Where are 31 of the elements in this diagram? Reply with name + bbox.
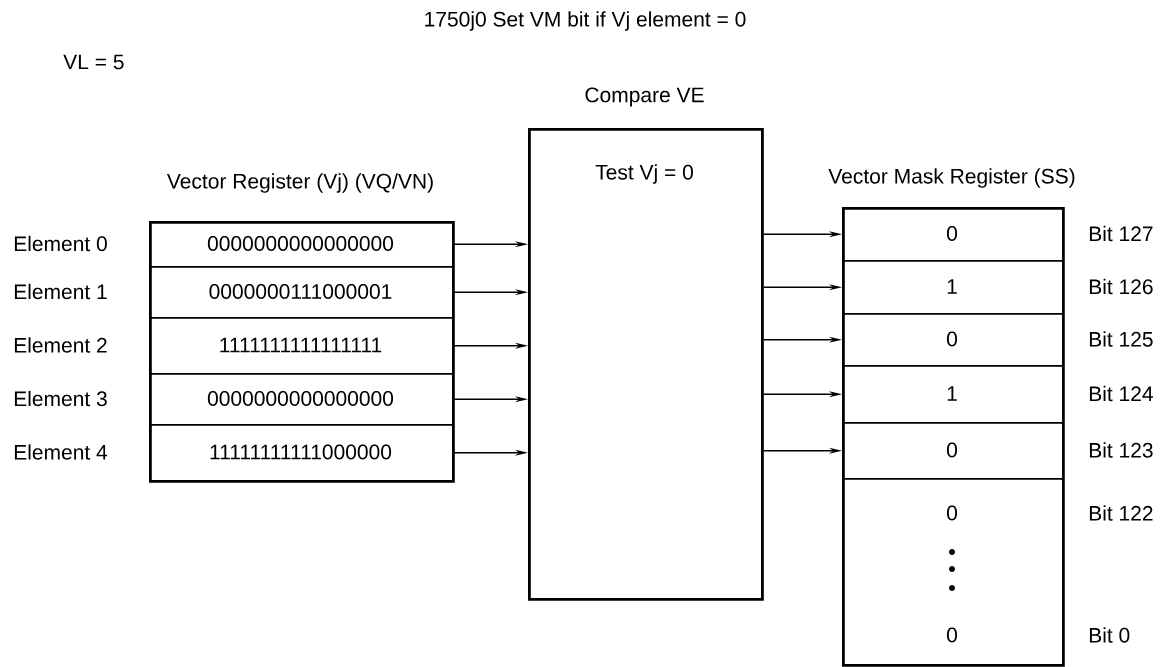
register-cell: 1111111111111111	[149, 317, 454, 375]
row-label: Element 3	[14, 390, 107, 407]
node-label: 0	[946, 226, 958, 241]
heading: Vector Register (Vj) (VQ/VN)	[167, 173, 433, 193]
heading: Compare VE	[585, 87, 704, 107]
register-cell: 0000000000000000	[149, 373, 454, 426]
row-label: Bit 122	[1089, 505, 1153, 521]
row-label: Element 1	[14, 283, 107, 300]
register-cell: 1	[842, 260, 1064, 315]
row-label: Element 2	[14, 337, 107, 353]
register-cell: 11111111111000000	[149, 424, 454, 482]
box-text: Test Vj = 0	[595, 164, 693, 184]
register-cell: 0000000111000001	[149, 266, 454, 319]
title: 1750j0 Set VM bit if Vj element = 0	[425, 11, 746, 31]
row-label: Bit 126	[1089, 278, 1153, 295]
row-label: Bit 127	[1089, 225, 1153, 242]
heading: Vector Mask Register (SS)	[828, 168, 1075, 188]
row-label: Bit 125	[1089, 331, 1153, 347]
note: VL = 5	[63, 54, 124, 70]
node-label: 0000000000000000	[207, 236, 394, 251]
row-label: Element 4	[14, 444, 108, 460]
node-label: 0	[946, 627, 958, 643]
register-cell: 1	[842, 365, 1064, 424]
register-cell: 0	[842, 313, 1064, 367]
node-label: 0	[946, 505, 958, 521]
register-cell: 0	[842, 422, 1064, 480]
row-label: Bit 124	[1089, 385, 1153, 402]
row-label: Bit 123	[1089, 442, 1153, 458]
row-label: Element 0	[14, 235, 107, 252]
row-label: Bit 0	[1089, 627, 1130, 643]
register-cell: 0 0	[842, 478, 1064, 666]
